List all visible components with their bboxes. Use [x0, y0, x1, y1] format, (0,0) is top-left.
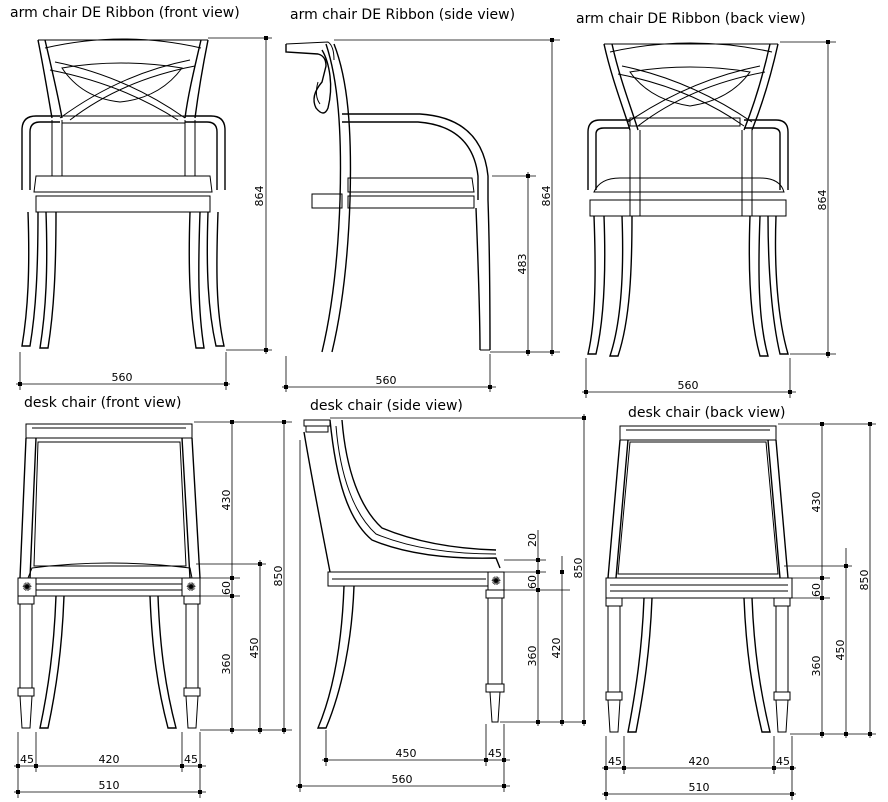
rosette-icon: ✺ — [186, 580, 196, 594]
desk-front-leg-label: 360 — [220, 654, 233, 675]
desk-chair-back-view — [605, 425, 793, 733]
desk-front-dimensions: 430 60 360 450 850 45 420 45 510 — [14, 420, 292, 798]
desk-back-leg-label: 360 — [810, 656, 823, 677]
arm-back-width-label: 560 — [678, 379, 699, 392]
desk-side-depth-label: 450 — [396, 747, 417, 760]
arm-chair-front-view — [21, 38, 226, 349]
desk-side-leg-label: 360 — [526, 646, 539, 667]
desk-back-seat-label: 450 — [834, 640, 847, 661]
desk-front-left-label: 45 — [20, 753, 34, 766]
arm-back-dimensions: 864 560 — [582, 40, 836, 398]
desk-side-width-label: 560 — [392, 773, 413, 786]
arm-chair-side-view — [285, 41, 491, 353]
arm-side-dimensions: 864 483 560 — [282, 38, 560, 392]
desk-front-width-label: 510 — [99, 779, 120, 792]
desk-side-top-label: 20 — [526, 533, 539, 547]
arm-back-height-label: 864 — [816, 190, 829, 211]
desk-chair-front-view: ✺ ✺ — [17, 423, 201, 729]
desk-side-total-label: 850 — [572, 558, 585, 579]
arm-chair-back-title: arm chair DE Ribbon (back view) — [576, 11, 806, 27]
desk-front-apron-label: 60 — [220, 581, 233, 595]
desk-chair-back-title: desk chair (back view) — [628, 405, 785, 421]
rosette-icon: ✺ — [22, 580, 32, 594]
desk-back-left-label: 45 — [608, 755, 622, 768]
desk-chair-front-title: desk chair (front view) — [24, 395, 182, 411]
desk-back-total-label: 850 — [858, 570, 871, 591]
desk-back-back-label: 430 — [810, 492, 823, 513]
desk-back-width-label: 510 — [689, 781, 710, 794]
desk-side-dimensions: 20 60 360 420 850 450 45 560 — [296, 414, 586, 792]
arm-chair-side-title: arm chair DE Ribbon (side view) — [290, 7, 515, 23]
desk-chair-side-view: ✺ — [303, 419, 505, 729]
arm-chair-front-title: arm chair DE Ribbon (front view) — [10, 5, 240, 21]
desk-back-right-label: 45 — [776, 755, 790, 768]
desk-side-seat-label: 420 — [550, 638, 563, 659]
desk-side-leg-width-label: 45 — [488, 747, 502, 760]
desk-back-dimensions: 430 60 360 450 850 45 420 45 510 — [602, 422, 876, 800]
rosette-icon: ✺ — [491, 574, 501, 588]
arm-side-seat-label: 483 — [516, 254, 529, 275]
arm-front-width-label: 560 — [112, 371, 133, 384]
arm-side-width-label: 560 — [376, 374, 397, 387]
arm-chair-back-view — [587, 42, 789, 357]
desk-front-seat-label: 450 — [248, 638, 261, 659]
desk-back-mid-label: 420 — [689, 755, 710, 768]
desk-front-back-label: 430 — [220, 490, 233, 511]
arm-side-height-label: 864 — [540, 186, 553, 207]
desk-side-apron-label: 60 — [526, 575, 539, 589]
desk-front-mid-label: 420 — [99, 753, 120, 766]
desk-chair-side-title: desk chair (side view) — [310, 398, 463, 414]
desk-front-right-label: 45 — [184, 753, 198, 766]
arm-front-dimensions: 864 560 — [16, 36, 272, 390]
desk-back-apron-label: 60 — [810, 583, 823, 597]
desk-front-total-label: 850 — [272, 566, 285, 587]
arm-front-height-label: 864 — [253, 186, 266, 207]
